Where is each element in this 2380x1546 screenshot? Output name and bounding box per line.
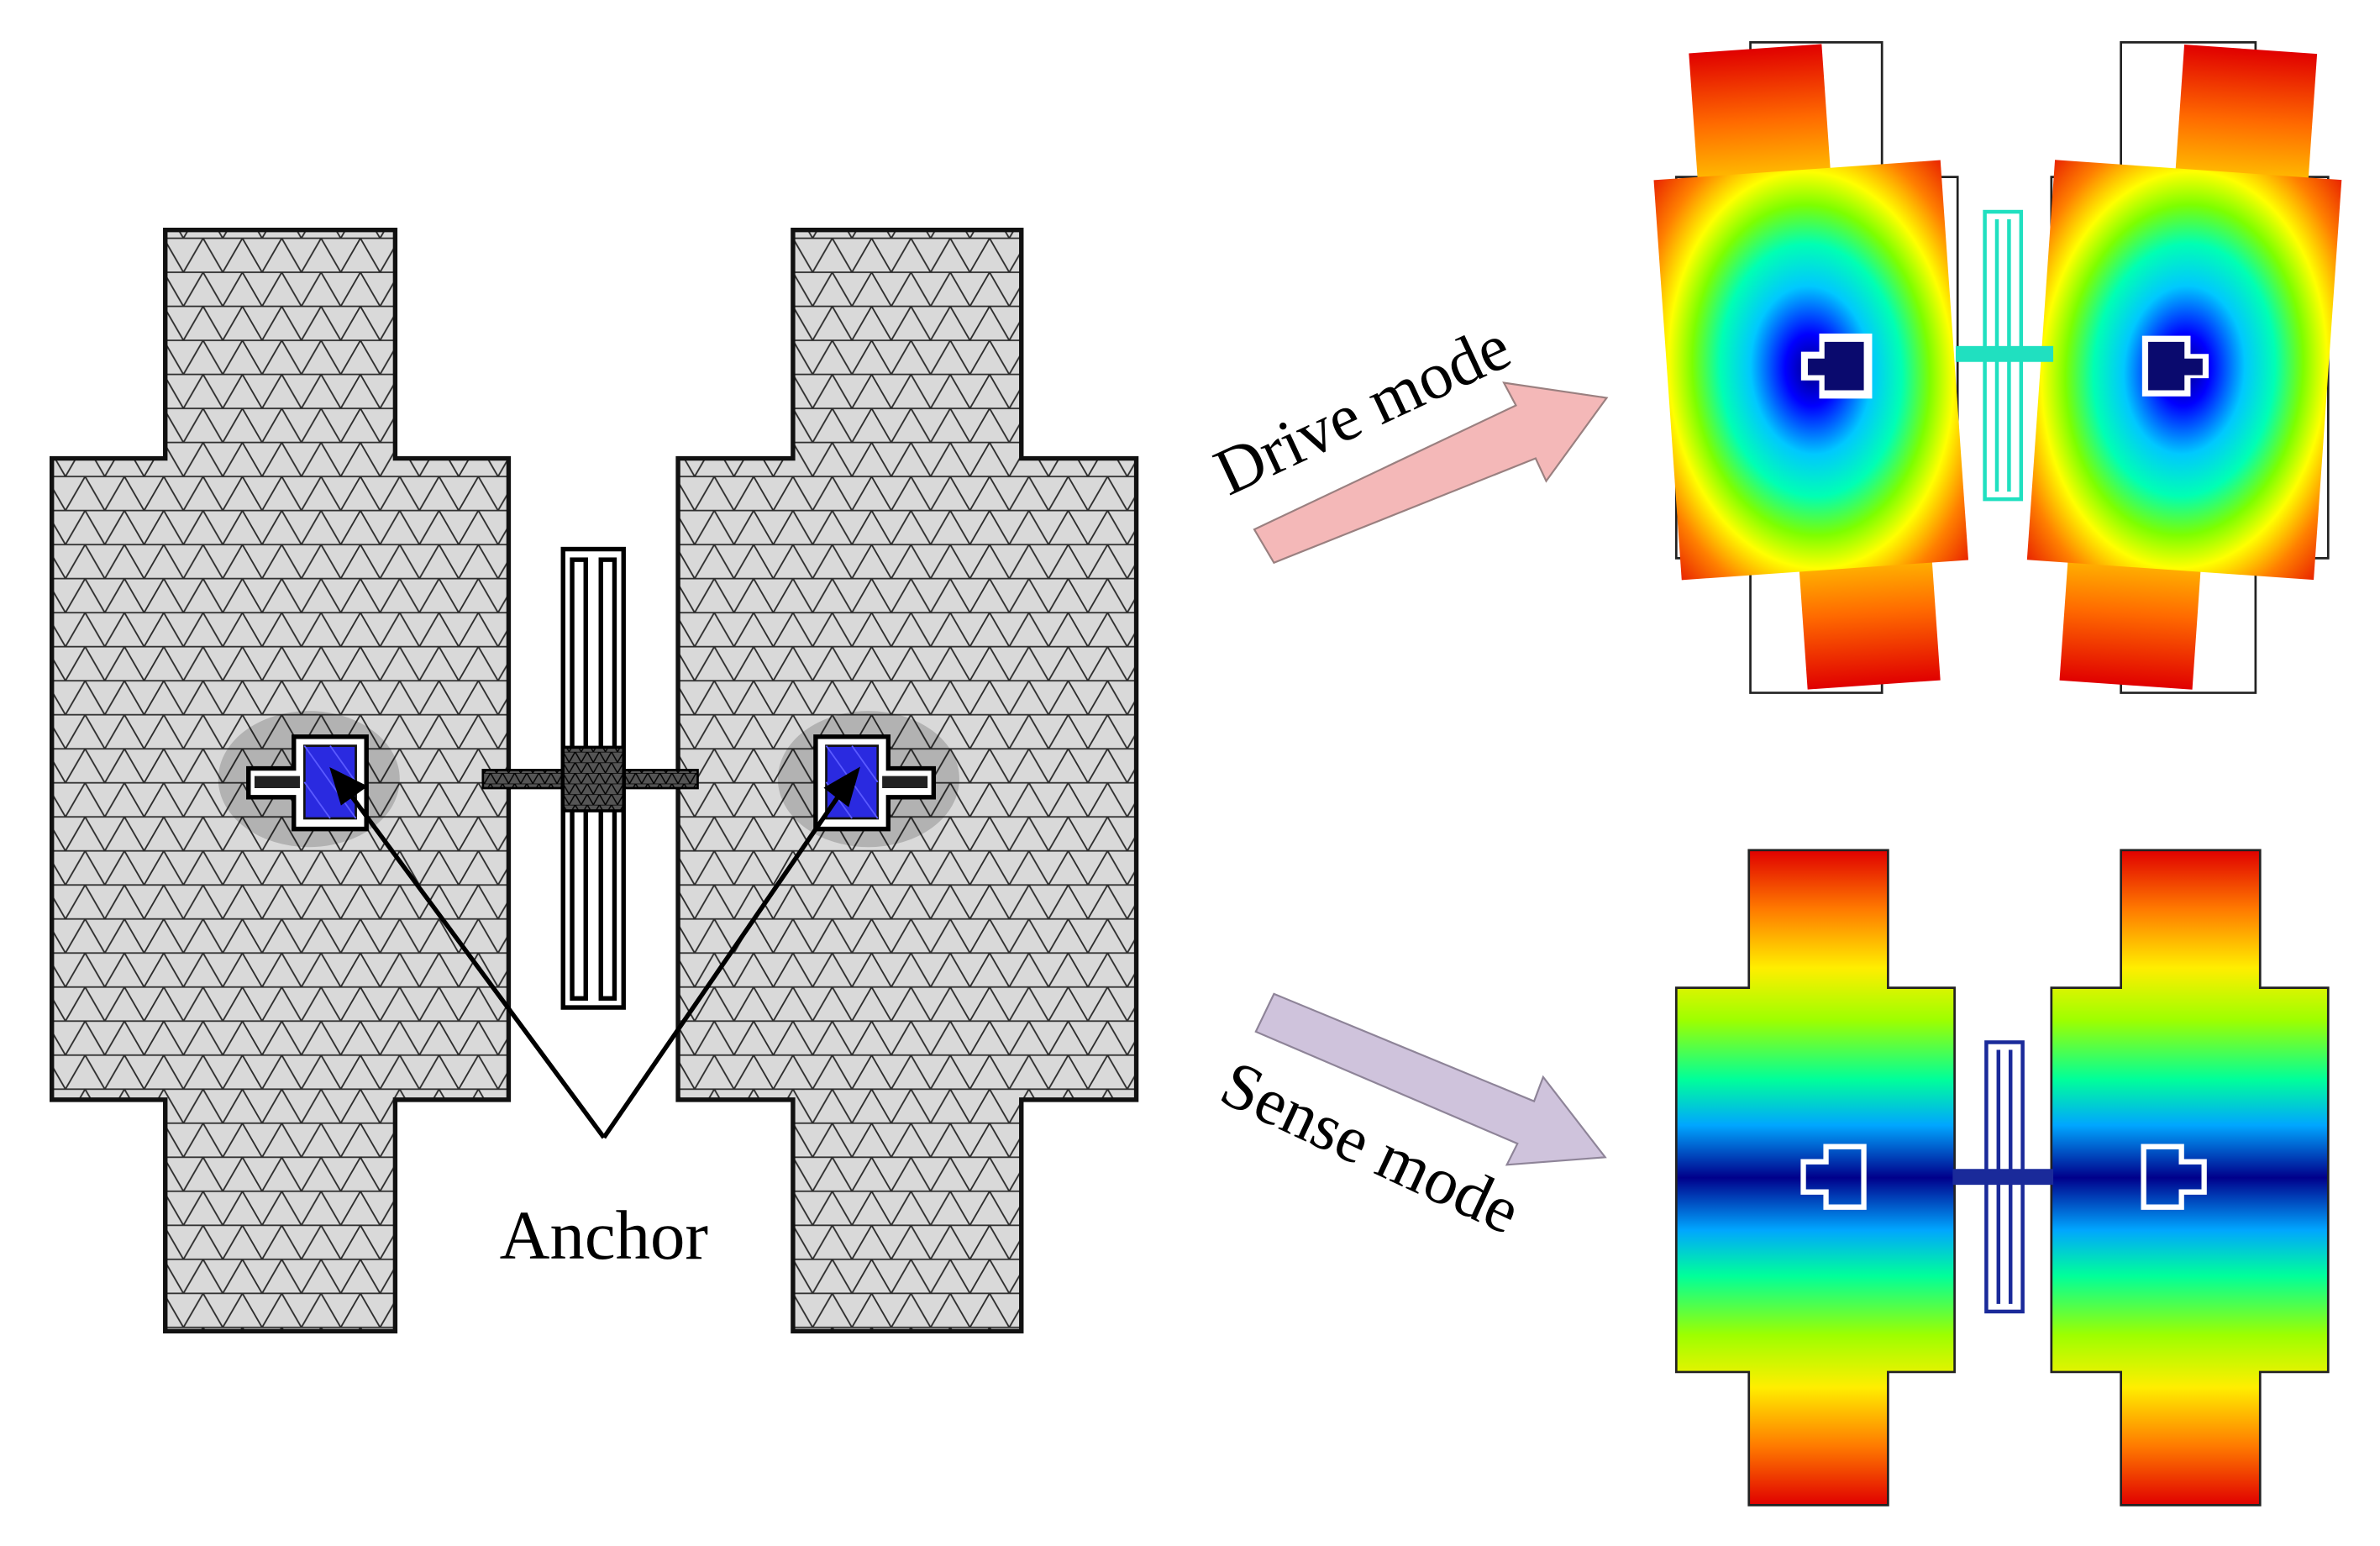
mesh-model: Anchor (50, 227, 1139, 1334)
drive-mode-arrow: Drive mode (1204, 309, 1609, 565)
arrow-right-down-icon (1254, 992, 1607, 1166)
left-anchor (246, 734, 369, 832)
drive-mode-result (1653, 41, 2342, 694)
anchor-label: Anchor (500, 1196, 708, 1274)
anchor-leader-lines (329, 766, 860, 1139)
arrow-right-up-icon (1253, 381, 1609, 565)
sense-mode-arrow: Sense mode (1210, 992, 1607, 1249)
central-coupling-structure (560, 546, 626, 1010)
sense-mode-result (1674, 849, 2330, 1507)
